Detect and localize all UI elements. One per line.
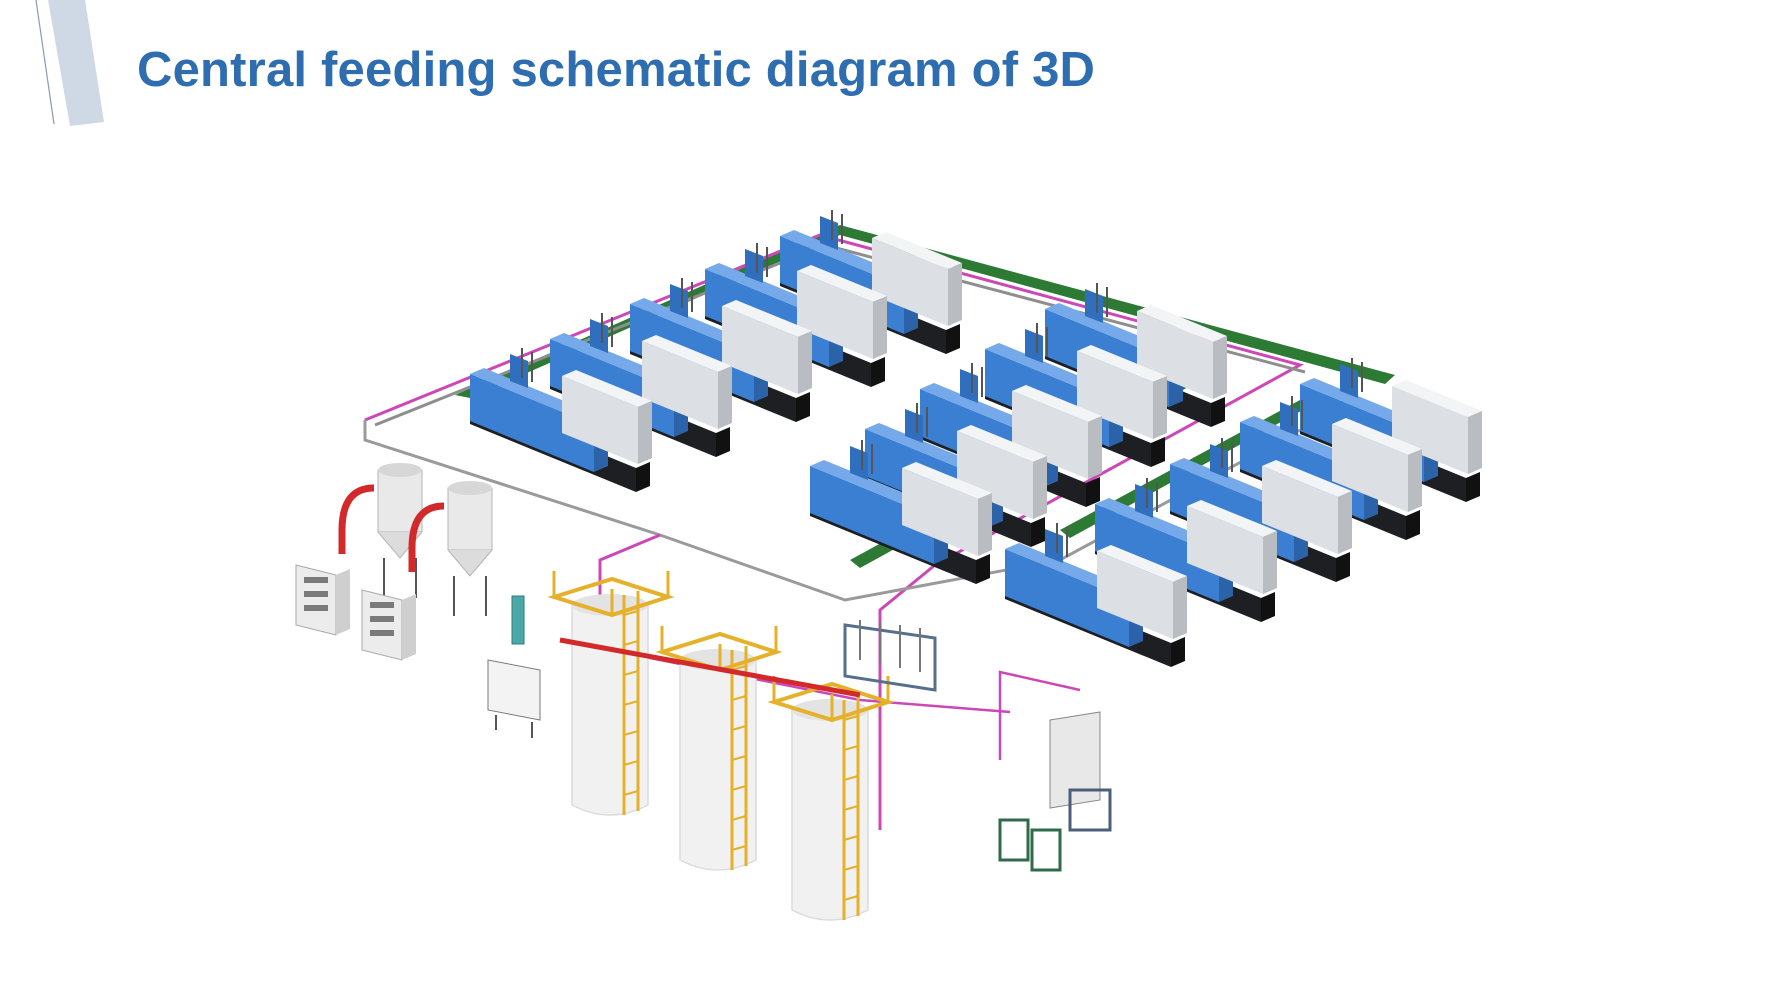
storage-silos bbox=[552, 569, 890, 922]
dryer-units bbox=[295, 463, 492, 661]
slide-accent-bar bbox=[35, 0, 104, 126]
auxiliary-equipment bbox=[487, 595, 1112, 872]
slide-title: Central feeding schematic diagram of 3D bbox=[137, 43, 1096, 97]
